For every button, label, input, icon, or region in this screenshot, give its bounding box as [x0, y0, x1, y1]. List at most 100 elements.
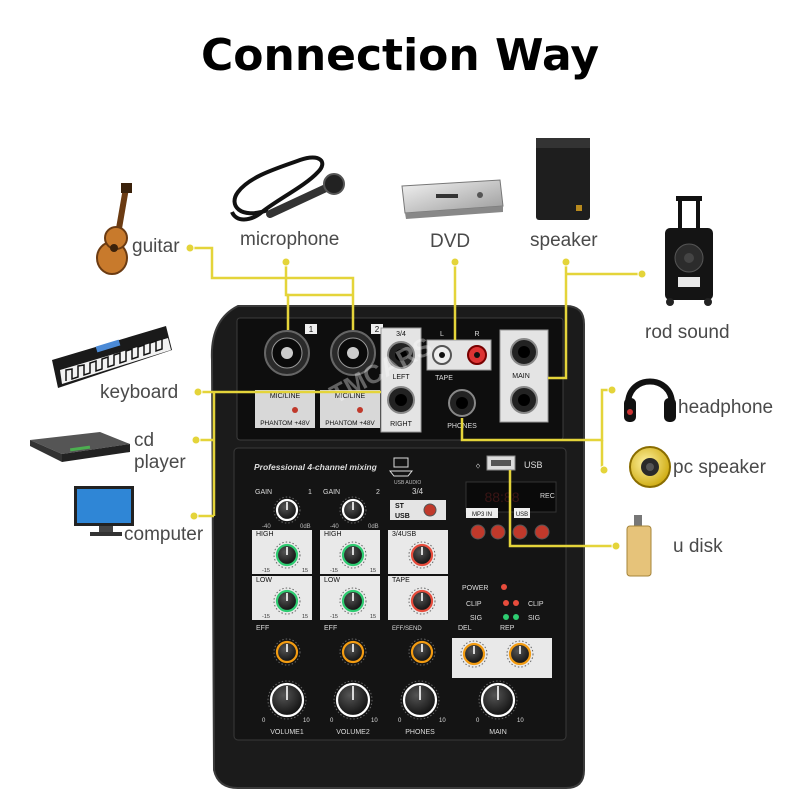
- computer-icon: [74, 486, 134, 536]
- xlr-jack-2[interactable]: [330, 330, 376, 376]
- ch1-low-min: -15: [262, 614, 270, 620]
- sig-right-led: [513, 614, 519, 620]
- main-max: 10: [517, 718, 524, 724]
- ch1-high-min: -15: [262, 568, 270, 574]
- ch2-phantom-led: [357, 407, 363, 413]
- usb-select-label: USB: [395, 513, 410, 520]
- ch2-low-min: -15: [330, 614, 338, 620]
- vol1-max: 10: [303, 718, 310, 724]
- sig-left-led: [503, 614, 509, 620]
- power-led: [501, 584, 507, 590]
- vol2-max: 10: [371, 718, 378, 724]
- del-knob[interactable]: [460, 640, 488, 668]
- left-jack[interactable]: [387, 341, 415, 369]
- st-label: ST: [395, 503, 405, 510]
- brand-label: Professional 4-channel mixing: [254, 462, 378, 472]
- main-knob-label: MAIN: [489, 729, 507, 736]
- xlr-jack-1[interactable]: [264, 330, 310, 376]
- label-computer: computer: [124, 524, 204, 545]
- eff-send-knob[interactable]: [408, 638, 436, 666]
- dvd-connection-dot: [450, 257, 460, 267]
- power-label: POWER: [462, 585, 488, 592]
- ch1-mic-line-label: MIC/LINE: [270, 393, 301, 400]
- keyboard-icon: [52, 326, 172, 388]
- ch1-gain-max: 0dB: [300, 524, 311, 530]
- ch1-high-knob[interactable]: [273, 541, 301, 569]
- rep-knob[interactable]: [506, 640, 534, 668]
- u-disk-connection-line: [508, 470, 616, 548]
- play-button[interactable]: [490, 524, 506, 540]
- phones-knob-label: PHONES: [405, 729, 435, 736]
- sig-right-label: SIG: [528, 615, 540, 622]
- ch2-low-knob[interactable]: [339, 587, 367, 615]
- speaker-icon: [536, 138, 590, 220]
- tape-label: TAPE: [435, 375, 453, 382]
- ch1-low-max: 15: [302, 614, 308, 620]
- ch1-phantom-panel: [255, 390, 315, 428]
- ch34-usb-knob[interactable]: [408, 541, 436, 569]
- ch1-number-box: [305, 324, 317, 334]
- headphone-connection-dot: [607, 385, 617, 395]
- ch2-phantom-panel: [320, 390, 380, 428]
- ch2-gain-min: -40: [330, 524, 339, 530]
- headphone-icon: [624, 378, 676, 422]
- pc-speaker-icon: [629, 446, 671, 488]
- label-rod-sound: rod sound: [645, 322, 730, 343]
- rec-label: REC: [540, 493, 555, 500]
- ch2-number-box: [371, 324, 383, 334]
- phones-jack[interactable]: [448, 389, 476, 417]
- ch1-gain-number: 1: [308, 489, 312, 496]
- next-button[interactable]: [512, 524, 528, 540]
- main-right-jack[interactable]: [510, 386, 538, 414]
- page-title: Connection Way: [200, 30, 600, 81]
- ch1-low-knob[interactable]: [273, 587, 301, 615]
- knob-layer: [252, 496, 552, 720]
- u-disk-icon: [626, 515, 652, 577]
- bluetooth-icon: ᛜ: [475, 462, 481, 473]
- pc-speaker-connection-line: [600, 440, 604, 472]
- clip-left-label: CLIP: [466, 601, 482, 608]
- volume1-knob[interactable]: [267, 680, 307, 720]
- tape-r-label: R: [474, 331, 479, 338]
- usb-port[interactable]: [486, 455, 516, 471]
- ch2-mic-line-label: MIC/LINE: [335, 393, 366, 400]
- u-disk-connection-dot: [611, 541, 621, 551]
- ch1-eff-label: EFF: [256, 625, 269, 632]
- clip-left-led: [503, 600, 509, 606]
- display-digits: 88:88: [484, 489, 519, 505]
- volume1-label: VOLUME1: [270, 729, 304, 736]
- usb-label: USB: [524, 460, 543, 470]
- ch34-usb-label: 3/4USB: [392, 531, 416, 538]
- tape-level-knob[interactable]: [408, 587, 436, 615]
- right-jack[interactable]: [387, 386, 415, 414]
- ch2-gain-number: 2: [376, 489, 380, 496]
- main-min: 0: [476, 718, 480, 724]
- ch2-high-max: 15: [370, 568, 376, 574]
- cd-player-icon: [30, 432, 130, 462]
- main-left-jack[interactable]: [510, 338, 538, 366]
- tape-r-rca-jack[interactable]: [467, 345, 487, 365]
- volume2-knob[interactable]: [333, 680, 373, 720]
- dvd-player-icon: [401, 179, 504, 219]
- ch2-high-knob[interactable]: [339, 541, 367, 569]
- sig-left-label: SIG: [470, 615, 482, 622]
- prev-button[interactable]: [470, 524, 486, 540]
- st-usb-selector[interactable]: [390, 500, 446, 520]
- ch1-eff-knob[interactable]: [273, 638, 301, 666]
- ch2-phantom-label: PHANTOM +48V: [325, 420, 375, 427]
- usb-audio-label: USB AUDIO: [394, 480, 421, 486]
- ch2-number: 2: [375, 325, 380, 334]
- ch2-gain-knob[interactable]: [339, 496, 367, 524]
- main-output-label: MAIN: [512, 373, 530, 380]
- main-volume-knob[interactable]: [478, 680, 518, 720]
- ch2-eff-knob[interactable]: [339, 638, 367, 666]
- mode-button[interactable]: [534, 524, 550, 540]
- cd-player-connection-dot: [191, 435, 201, 445]
- ch1-gain-knob[interactable]: [273, 496, 301, 524]
- tape-l-rca-jack[interactable]: [432, 345, 452, 365]
- connection-dots: [185, 243, 647, 551]
- tape-l-label: L: [440, 331, 444, 338]
- ch1-gain-label: GAIN: [255, 489, 272, 496]
- phones-volume-knob[interactable]: [400, 680, 440, 720]
